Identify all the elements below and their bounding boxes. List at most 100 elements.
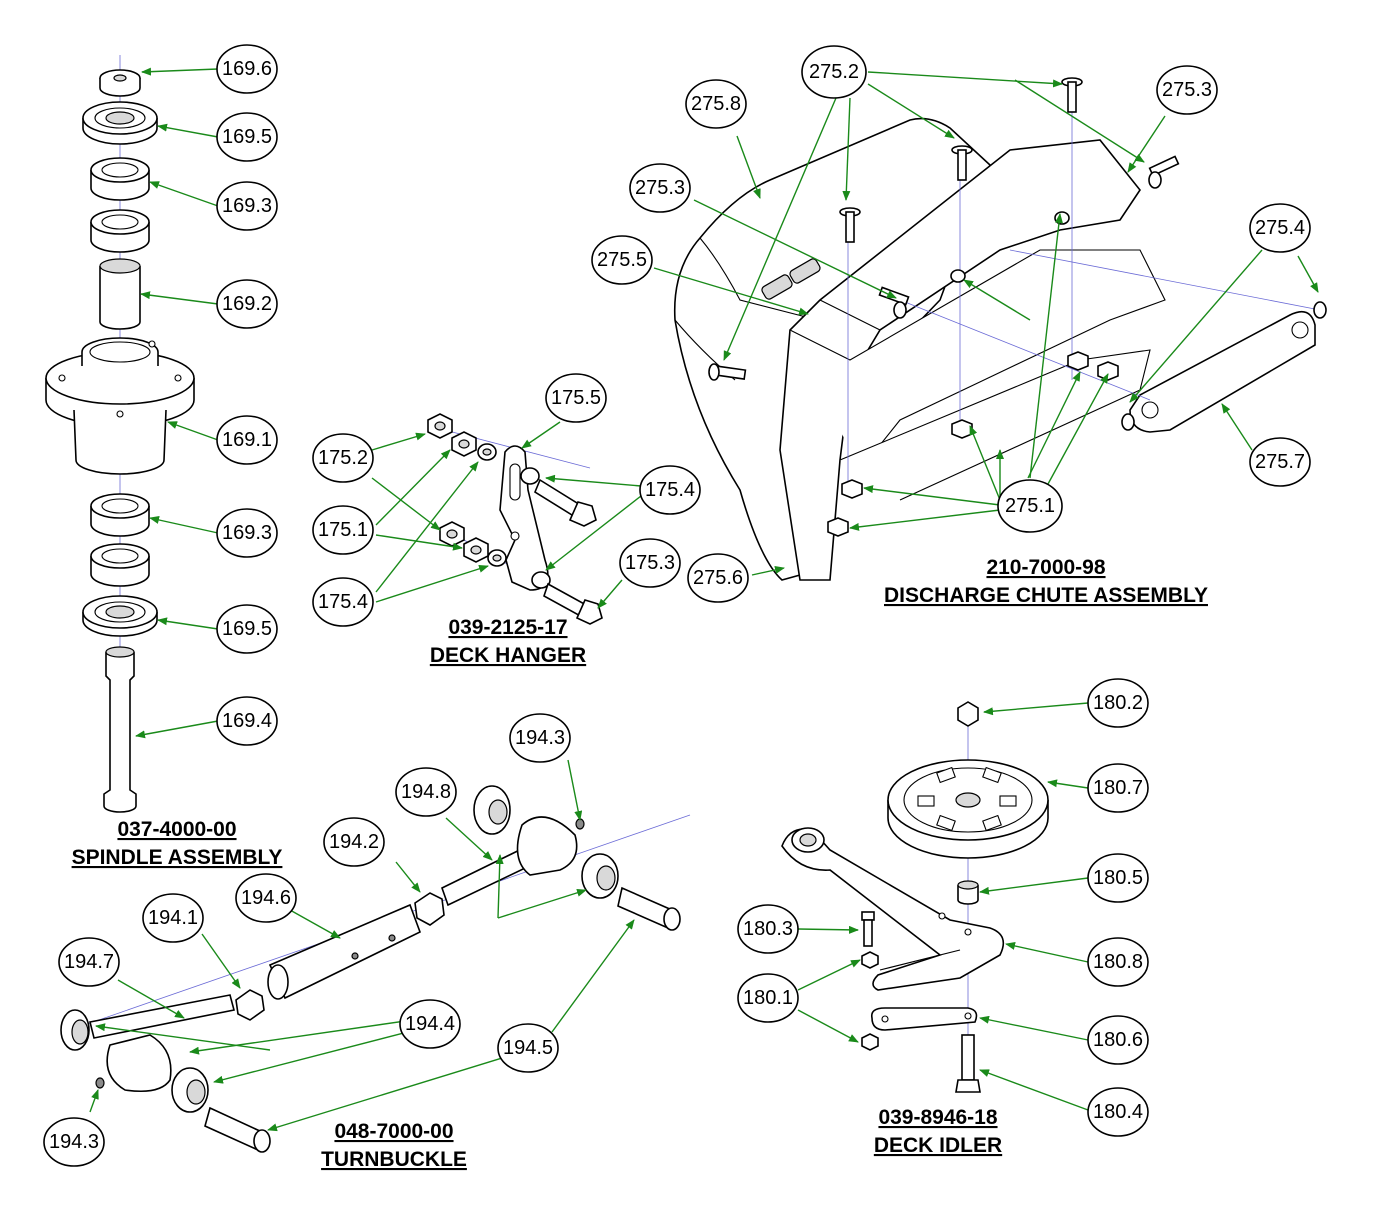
callout-275-1: 275.1 xyxy=(997,479,1063,533)
callout-194-3: 194.3 xyxy=(43,1117,105,1167)
callout-194-5: 194.5 xyxy=(497,1023,559,1073)
callout-label: 275.3 xyxy=(1162,79,1212,101)
callout-label: 194.5 xyxy=(503,1037,553,1059)
deck-idler-part-number: 039-8946-18 xyxy=(878,1106,997,1129)
callout-175-1: 175.1 xyxy=(312,505,374,555)
part-169-3-bottom-drawing xyxy=(90,493,150,587)
callout-label: 275.5 xyxy=(597,249,647,271)
part-169-6-drawing xyxy=(99,69,141,97)
part-169-5-top-drawing xyxy=(82,101,158,145)
callout-194-4: 194.4 xyxy=(399,999,461,1049)
callout-label: 194.3 xyxy=(49,1131,99,1153)
callout-label: 180.1 xyxy=(743,987,793,1009)
callout-194-3: 194.3 xyxy=(509,713,571,763)
discharge-chute-part-number: 210-7000-98 xyxy=(986,556,1105,579)
callout-180-7: 180.7 xyxy=(1087,763,1149,813)
callout-label: 275.6 xyxy=(693,567,743,589)
callout-label: 194.2 xyxy=(329,831,379,853)
spindle-assembly-name: SPINDLE ASSEMBLY xyxy=(72,846,283,869)
callout-275-7: 275.7 xyxy=(1249,437,1311,487)
callout-label: 275.2 xyxy=(809,61,859,83)
callout-label: 180.5 xyxy=(1093,867,1143,889)
deck-idler-drawing xyxy=(781,701,1049,1093)
part-169-3-top-drawing xyxy=(90,157,150,253)
callout-label: 180.8 xyxy=(1093,951,1143,973)
spindle-assembly-drawing xyxy=(45,55,195,813)
callout-label: 169.2 xyxy=(222,293,272,315)
callout-180-5: 180.5 xyxy=(1087,853,1149,903)
callout-169-3: 169.3 xyxy=(216,508,278,558)
callout-label: 169.1 xyxy=(222,429,272,451)
callout-180-4: 180.4 xyxy=(1087,1087,1149,1137)
spindle-part-number: 037-4000-00 xyxy=(117,818,236,841)
callout-169-4: 169.4 xyxy=(216,696,278,746)
callout-169-6: 169.6 xyxy=(216,44,278,94)
part-169-5-bottom-drawing xyxy=(82,595,158,637)
part-169-1-drawing xyxy=(45,337,195,475)
callout-175-5: 175.5 xyxy=(545,373,607,423)
callout-label: 180.7 xyxy=(1093,777,1143,799)
callout-label: 175.5 xyxy=(551,387,601,409)
part-169-4-drawing xyxy=(103,646,137,813)
callout-label: 275.8 xyxy=(691,93,741,115)
turnbuckle-name: TURNBUCKLE xyxy=(321,1148,467,1171)
callout-275-5: 275.5 xyxy=(591,235,653,285)
callout-label: 275.4 xyxy=(1255,217,1305,239)
assembly-titles: 037-4000-00 SPINDLE ASSEMBLY 039-2125-17… xyxy=(72,556,1208,1171)
callout-275-8: 275.8 xyxy=(685,79,747,129)
part-169-2-drawing xyxy=(99,258,141,330)
callout-175-4: 175.4 xyxy=(312,577,374,627)
callout-label: 169.3 xyxy=(222,522,272,544)
callout-label: 175.1 xyxy=(318,519,368,541)
callout-label: 169.4 xyxy=(222,710,272,732)
callout-label: 169.6 xyxy=(222,58,272,80)
callout-label: 175.4 xyxy=(318,591,368,613)
callouts: 169.6 169.5 169.3 169.2 169.1 169.3 169.… xyxy=(43,44,1311,1167)
callout-194-6: 194.6 xyxy=(235,873,297,923)
callout-275-2: 275.2 xyxy=(801,45,867,99)
callout-169-5: 169.5 xyxy=(216,112,278,162)
callout-label: 175.4 xyxy=(645,479,695,501)
deck-hanger-name: DECK HANGER xyxy=(430,644,586,667)
callout-label: 194.1 xyxy=(148,907,198,929)
turnbuckle-part-number: 048-7000-00 xyxy=(334,1120,453,1143)
callout-label: 175.2 xyxy=(318,447,368,469)
callout-180-6: 180.6 xyxy=(1087,1015,1149,1065)
turnbuckle-drawing xyxy=(60,785,691,1153)
callout-180-3: 180.3 xyxy=(737,904,799,954)
callout-label: 180.3 xyxy=(743,918,793,940)
callout-label: 194.6 xyxy=(241,887,291,909)
callout-275-6: 275.6 xyxy=(687,553,749,603)
deck-hanger-drawing xyxy=(427,413,603,625)
discharge-chute-name: DISCHARGE CHUTE ASSEMBLY xyxy=(884,584,1208,607)
callout-label: 194.3 xyxy=(515,727,565,749)
callout-275-3: 275.3 xyxy=(629,163,691,213)
callout-label: 275.1 xyxy=(1005,495,1055,517)
callout-169-3: 169.3 xyxy=(216,181,278,231)
callout-180-8: 180.8 xyxy=(1087,937,1149,987)
callout-label: 194.8 xyxy=(401,781,451,803)
callout-180-1: 180.1 xyxy=(737,973,799,1023)
callout-180-2: 180.2 xyxy=(1087,678,1149,728)
callout-194-7: 194.7 xyxy=(58,937,120,987)
callout-275-3: 275.3 xyxy=(1156,65,1218,115)
leader-lines xyxy=(89,67,1319,1132)
callout-194-1: 194.1 xyxy=(142,893,204,943)
callout-label: 180.2 xyxy=(1093,692,1143,714)
callout-label: 194.4 xyxy=(405,1013,455,1035)
callout-label: 275.7 xyxy=(1255,451,1305,473)
callout-label: 175.3 xyxy=(625,552,675,574)
callout-169-2: 169.2 xyxy=(216,279,278,329)
callout-194-8: 194.8 xyxy=(395,767,457,817)
callout-175-3: 175.3 xyxy=(619,538,681,588)
callout-label: 180.4 xyxy=(1093,1101,1143,1123)
callout-275-4: 275.4 xyxy=(1249,203,1311,253)
callout-label: 194.7 xyxy=(64,951,114,973)
callout-label: 169.5 xyxy=(222,618,272,640)
callout-175-4: 175.4 xyxy=(639,465,701,515)
deck-hanger-part-number: 039-2125-17 xyxy=(448,616,567,639)
callout-label: 169.5 xyxy=(222,126,272,148)
callout-169-1: 169.1 xyxy=(216,415,278,465)
discharge-chute-drawing xyxy=(673,77,1327,581)
